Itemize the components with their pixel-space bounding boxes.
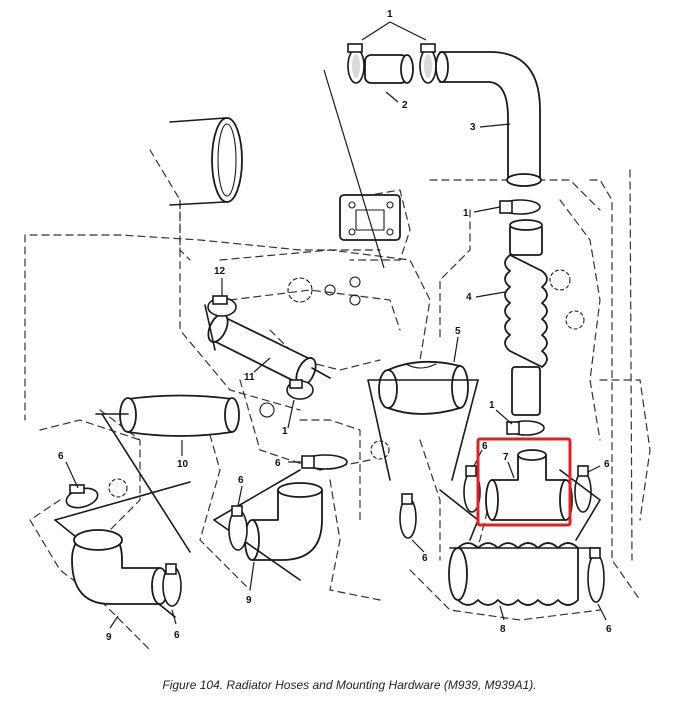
leader-11 <box>253 357 271 373</box>
clamp-6-elbow <box>228 485 248 551</box>
callout-8: 8 <box>500 624 506 635</box>
callout-6-left-bottom: 6 <box>174 630 180 641</box>
clamp-12 <box>207 278 237 317</box>
callout-10: 10 <box>177 459 189 470</box>
clamp-6-tee-right <box>559 465 601 541</box>
callout-3: 3 <box>470 122 476 133</box>
radiator-hose-diagram: 1 2 3 1 4 5 12 11 <box>24 9 651 651</box>
callout-5: 5 <box>455 326 461 337</box>
clamp-6-tee-left <box>439 449 483 541</box>
clamp-1-lower <box>495 409 545 436</box>
clamp-6-left-bottom <box>162 563 182 625</box>
thermostat-housing <box>339 194 401 241</box>
hose-3-elbow <box>435 51 542 187</box>
callout-6-right-bottom: 6 <box>606 624 612 635</box>
callout-6-tee-left: 6 <box>482 441 488 452</box>
clamp-1-top-right <box>419 43 437 84</box>
callout-1-lower: 1 <box>489 400 495 411</box>
clamp-1-middle <box>473 199 541 215</box>
hose-8-bellows <box>448 542 601 621</box>
callout-12: 12 <box>214 266 226 277</box>
callout-7: 7 <box>503 452 509 463</box>
clamp-6-right-low <box>399 493 425 553</box>
hose-4-bellows <box>475 219 548 416</box>
callout-6-right-low: 6 <box>422 553 428 564</box>
highlight-box-tee <box>476 437 572 527</box>
callout-6-tee-right: 6 <box>604 459 610 470</box>
callout-1-middle: 1 <box>463 208 469 219</box>
engine-background-outline <box>24 149 651 651</box>
callout-2: 2 <box>402 100 408 111</box>
callout-6-center: 6 <box>275 458 281 469</box>
callout-9-left: 9 <box>106 632 112 643</box>
clamp-1-top-left <box>347 43 365 84</box>
hose-5 <box>367 336 479 481</box>
hose-9-left <box>71 529 169 629</box>
callout-6-left-top: 6 <box>58 451 64 462</box>
clamp-6-center <box>288 454 348 470</box>
clamp-1-left <box>286 367 331 429</box>
figure-caption: Figure 104. Radiator Hoses and Mounting … <box>162 678 537 692</box>
tee-7 <box>485 449 573 521</box>
upper-left-pipe <box>169 117 243 206</box>
hose-9-center <box>213 469 323 591</box>
callout-1-top: 1 <box>387 9 393 20</box>
hose-11 <box>204 304 317 387</box>
leader-lines-top <box>323 21 511 269</box>
callout-11: 11 <box>244 372 255 383</box>
callout-9-center: 9 <box>246 595 252 606</box>
clamp-6-left-top <box>65 461 99 509</box>
hose-10 <box>95 394 240 456</box>
callout-1-left: 1 <box>282 426 288 437</box>
hose-2 <box>364 54 414 84</box>
callout-6-elbow: 6 <box>238 475 244 486</box>
clamp-6-right-bottom <box>587 547 607 621</box>
callout-4: 4 <box>466 292 472 303</box>
